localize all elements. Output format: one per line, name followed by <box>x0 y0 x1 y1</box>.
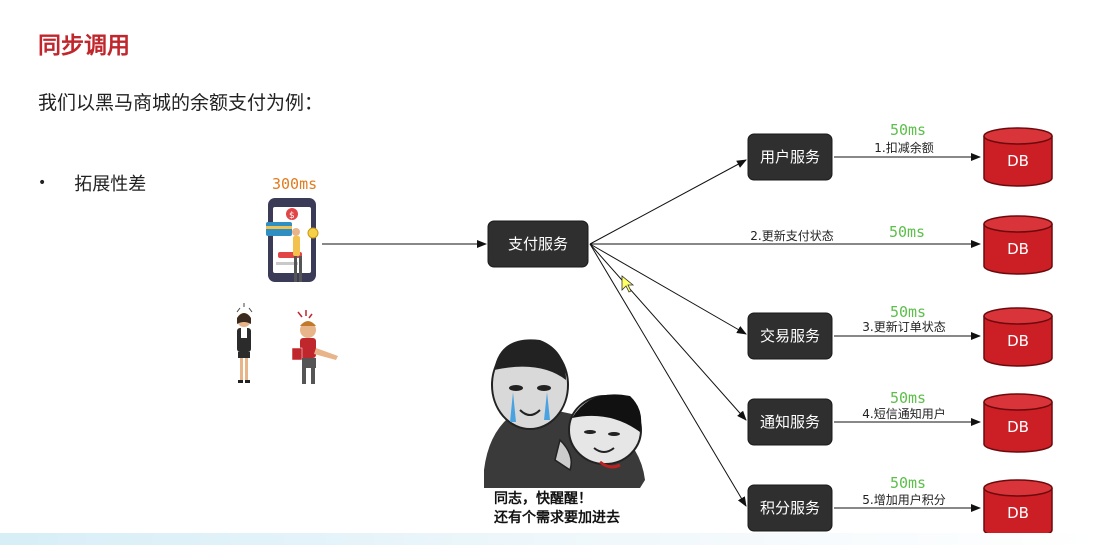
bullet-item: • 拓展性差 <box>38 170 146 196</box>
page-subtitle: 我们以黑马商城的余额支付为例： <box>38 92 324 114</box>
phone-payment-icon: $ <box>266 198 319 282</box>
mouse-cursor-icon <box>621 275 635 293</box>
db-3-label: DB <box>1007 332 1029 350</box>
branch-4-service-label: 通知服务 <box>760 413 820 431</box>
branch-5-step: 5.增加用户积分 <box>862 492 945 507</box>
client-latency-label: 300ms <box>272 175 317 193</box>
db-1-label: DB <box>1007 152 1029 170</box>
branch-1-step: 1.扣减余额 <box>874 140 933 155</box>
branch-1-latency: 50ms <box>890 121 926 139</box>
branch-5-arrow <box>589 243 747 507</box>
frustrated-man-figure-icon <box>291 310 338 384</box>
center-service-box: 支付服务 <box>487 220 589 268</box>
crying-meme-illustration <box>484 339 645 488</box>
db-5-cylinder: DB <box>983 479 1053 539</box>
svg-text:$: $ <box>289 211 295 221</box>
db-5-label: DB <box>1007 504 1029 522</box>
branch-3-arrow <box>589 243 747 335</box>
page-title: 同步调用 <box>38 33 130 59</box>
woman-figure-icon <box>236 303 253 383</box>
db-2-cylinder: DB <box>983 215 1053 275</box>
bottom-decor-strip <box>0 533 1100 545</box>
bullet-symbol: • <box>38 175 47 191</box>
db-4-label: DB <box>1007 418 1029 436</box>
branch-5-service-label: 积分服务 <box>760 499 820 517</box>
branch-3-step: 3.更新订单状态 <box>862 319 945 334</box>
branch-1-arrow <box>589 159 747 245</box>
meme-caption: 同志，快醒醒！ 还有个需求要加进去 <box>494 490 620 528</box>
branch-4-step: 4.短信通知用户 <box>862 406 945 421</box>
branch-3-service-label: 交易服务 <box>760 327 820 345</box>
meme-caption-line-2: 还有个需求要加进去 <box>494 510 620 526</box>
branch-4-arrow <box>589 243 747 421</box>
branch-1-service-box: 用户服务 <box>747 133 833 181</box>
center-service-label: 支付服务 <box>508 235 568 253</box>
db-3-cylinder: DB <box>983 307 1053 367</box>
branch-5-service-box: 积分服务 <box>747 484 833 532</box>
branch-2-latency: 50ms <box>889 223 925 241</box>
branch-3-latency: 50ms <box>890 303 926 321</box>
meme-caption-line-1: 同志，快醒醒！ <box>494 491 592 507</box>
bullet-text: 拓展性差 <box>74 174 147 195</box>
branch-5-latency: 50ms <box>890 474 926 492</box>
branch-1-service-label: 用户服务 <box>760 148 820 166</box>
branch-4-service-box: 通知服务 <box>747 398 833 446</box>
branch-4-latency: 50ms <box>890 389 926 407</box>
branch-2-step: 2.更新支付状态 <box>750 228 833 243</box>
branch-3-service-box: 交易服务 <box>747 312 833 360</box>
db-1-cylinder: DB <box>983 127 1053 187</box>
db-2-label: DB <box>1007 240 1029 258</box>
db-4-cylinder: DB <box>983 393 1053 453</box>
